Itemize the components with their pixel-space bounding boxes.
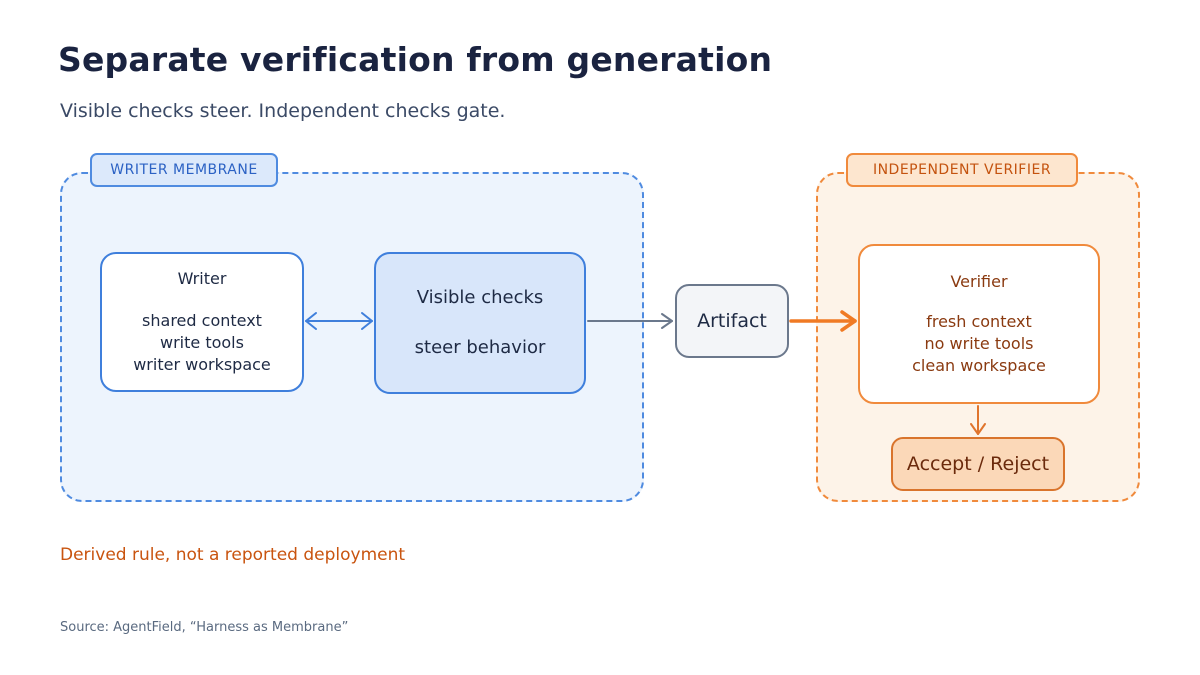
verifier-heading: Verifier	[950, 272, 1008, 291]
writer-line-shared-context: shared context	[142, 311, 262, 330]
source-citation: Source: AgentField, “Harness as Membrane…	[60, 620, 349, 635]
page-title: Separate verification from generation	[58, 40, 773, 79]
verifier-line-no-write-tools: no write tools	[924, 334, 1034, 353]
visible-checks-detail: steer behavior	[414, 337, 546, 358]
verifier-line-fresh-context: fresh context	[926, 312, 1032, 331]
accept-reject-label: Accept / Reject	[906, 453, 1050, 475]
verifier-line-clean-workspace: clean workspace	[912, 356, 1046, 375]
verifier-node: Verifier fresh context no write tools cl…	[858, 244, 1100, 404]
writer-line-write-tools: write tools	[160, 333, 244, 352]
independent-verifier-tag: INDEPENDENT VERIFIER	[846, 153, 1078, 187]
writer-membrane-tag: WRITER MEMBRANE	[90, 153, 278, 187]
visible-checks-node: Visible checks steer behavior	[374, 252, 586, 394]
artifact-node: Artifact	[675, 284, 789, 358]
writer-heading: Writer	[177, 269, 227, 288]
artifact-label: Artifact	[697, 310, 767, 332]
page-subtitle: Visible checks steer. Independent checks…	[60, 100, 506, 122]
accept-reject-node: Accept / Reject	[891, 437, 1065, 491]
writer-line-writer-workspace: writer workspace	[133, 355, 271, 374]
visible-checks-heading: Visible checks	[416, 287, 544, 308]
derived-rule-note: Derived rule, not a reported deployment	[60, 545, 406, 565]
writer-node: Writer shared context write tools writer…	[100, 252, 304, 392]
